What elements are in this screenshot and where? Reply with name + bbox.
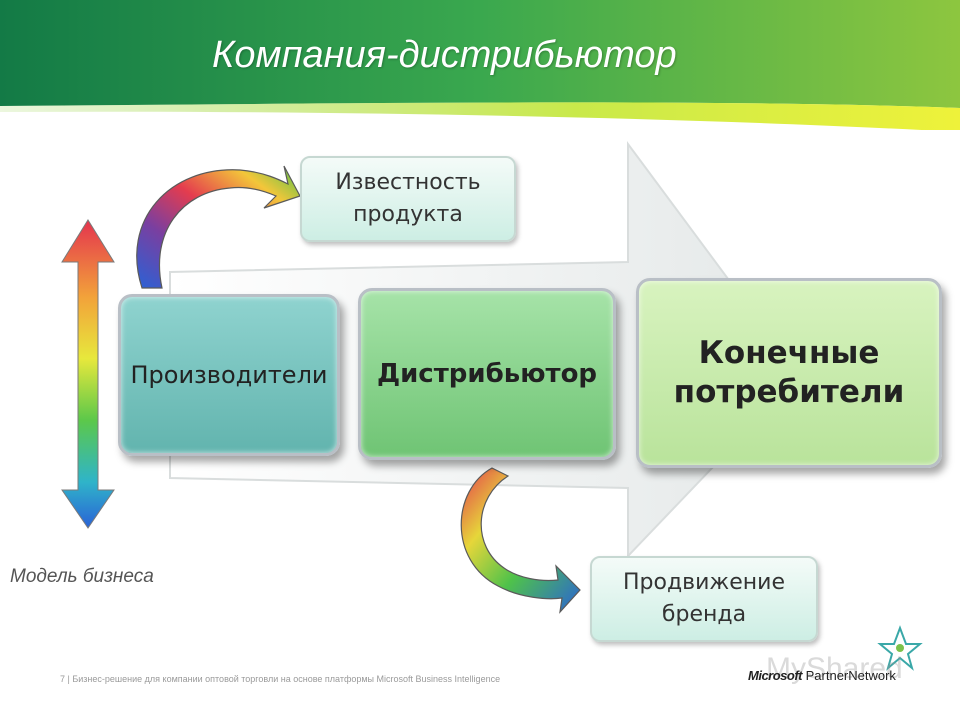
partner-logo-icon	[877, 625, 923, 671]
node-product-awareness-label: Известность продукта	[335, 170, 481, 227]
footer-caption: Бизнес-решение для компании оптовой торг…	[72, 674, 501, 684]
node-brand-promotion: Продвижение бренда	[590, 556, 818, 642]
node-product-awareness: Известность продукта	[300, 156, 516, 242]
watermark: MyShared	[766, 652, 903, 685]
node-producers: Производители	[118, 294, 340, 456]
footer: 7 | Бизнес-решение для компании оптовой …	[60, 674, 500, 684]
node-distributor-label: Дистрибьютор	[376, 359, 598, 389]
footer-separator: |	[67, 674, 73, 684]
curved-arrow-to-brand-promotion	[460, 467, 581, 614]
page-number: 7	[60, 674, 66, 684]
curved-arrow-to-awareness	[136, 165, 301, 289]
header-band	[0, 0, 960, 130]
node-distributor: Дистрибьютор	[358, 288, 616, 460]
logo-brand: Microsoft	[748, 668, 803, 683]
node-brand-promotion-label: Продвижение бренда	[622, 570, 785, 627]
node-producers-label: Производители	[130, 361, 328, 389]
logo-suffix: PartnerNetwork	[805, 668, 896, 683]
slide-title: Компания-дистрибьютор	[212, 34, 677, 76]
microsoft-partner-logo: Microsoft PartnerNetwork	[748, 668, 896, 683]
business-model-label: Модель бизнеса	[10, 566, 154, 587]
node-end-consumers-label: Конечные потребители	[673, 335, 905, 410]
vertical-scale-arrow	[61, 219, 115, 529]
node-end-consumers: Конечные потребители	[636, 278, 942, 468]
